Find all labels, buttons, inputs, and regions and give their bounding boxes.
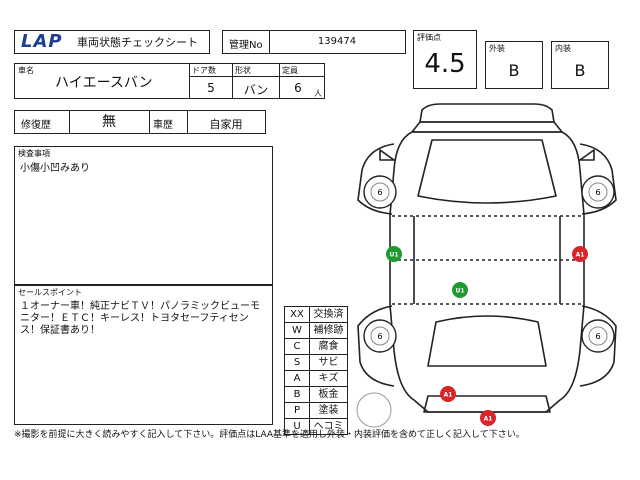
door-count: 5 [207,81,215,95]
sales-points-text: １オーナー車！純正ナビＴＶ！パノラミックビューモニター！ＥＴＣ！キーレス！トヨタ… [20,301,260,336]
repair-history: 無 [102,114,116,130]
legend-code: B [284,386,310,403]
management-number-label: 管理No [229,40,263,51]
lap-logo: LAP [21,31,63,52]
history-box: 修復歴 無 車歴 自家用 [14,110,266,134]
wheel-tread-label: 6 [377,332,382,341]
car-body-outline [389,131,585,413]
management-number-box: 管理No 139474 [222,30,406,54]
damage-mark-a1: A1 [480,410,496,426]
legend-meaning: ヘコミ [309,418,348,435]
right-front-fender [579,143,617,215]
car-front-panel [411,121,563,133]
windshield [417,139,557,204]
left-rear-fender [357,305,395,387]
exterior-score: B [508,61,520,80]
car-name: ハイエースバン [55,75,153,91]
overall-score: 4.5 [424,49,466,79]
door-count-label: ドア数 [192,66,216,75]
interior-score: B [574,61,586,80]
legend-code: C [284,338,310,355]
damage-mark-a1: A1 [440,386,456,402]
left-front-fender [357,143,395,215]
body-type-label: 形状 [235,66,251,75]
body-type: バン [243,83,269,97]
overall-score-box: 評価点 4.5 [413,30,477,89]
interior-score-box: 内装 B [551,41,609,89]
wheel-tread-label: 6 [595,332,600,341]
legend-code: W [284,322,310,339]
wheel-front-right: 6 [581,175,615,209]
damage-mark-u1: U1 [452,282,468,298]
usage-history-label: 車歴 [153,120,173,131]
blank-marker-circle [356,392,392,428]
sales-points-label: セールスポイント [18,288,82,297]
legend-code: XX [284,306,310,323]
right-rear-fender [579,305,617,387]
exterior-score-label: 外装 [489,44,505,53]
damage-mark-label: U1 [455,288,464,295]
header-title-box: LAP 車両状態チェックシート [14,30,210,54]
overall-score-label: 評価点 [417,33,441,42]
rear-bumper [423,395,551,413]
damage-mark-label: U1 [389,252,398,259]
repair-history-label: 修復歴 [21,120,51,131]
wheel-rear-right: 6 [581,319,615,353]
legend-code: A [284,370,310,387]
damage-mark-a1: A1 [572,246,588,262]
sales-points-box: セールスポイント １オーナー車！純正ナビＴＶ！パノラミックビューモニター！ＥＴＣ… [14,285,273,425]
interior-score-label: 内装 [555,44,571,53]
sheet-title: 車両状態チェックシート [77,36,198,49]
footer-note: ※撮影を前提に大きく読みやすく記入して下さい。評価点はLAA基準を適用し外装・内… [14,430,525,440]
vehicle-info-box: 車名 ハイエースバン ドア数 5 形状 バン 定員 6 人 [14,63,325,99]
capacity-label: 定員 [282,66,298,75]
management-number: 139474 [317,36,357,47]
legend-code: S [284,354,310,371]
inspection-label: 検査事項 [18,149,50,158]
capacity: 6 [294,81,302,95]
right-mirror [579,149,595,161]
legend-code: U [284,418,310,435]
usage-history: 自家用 [209,118,243,131]
exterior-score-box: 外装 B [485,41,543,89]
legend-code: P [284,402,310,419]
rear-window [427,315,547,367]
damage-mark-label: A1 [484,416,493,423]
wheel-front-left: 6 [363,175,397,209]
car-name-label: 車名 [18,66,34,75]
damage-mark-u1: U1 [386,246,402,262]
wheel-tread-label: 6 [377,188,382,197]
left-mirror [379,149,395,161]
inspection-box: 検査事項 小傷小凹みあり [14,146,273,285]
inspection-text: 小傷小凹みあり [20,163,90,174]
wheel-tread-label: 6 [595,188,600,197]
capacity-unit: 人 [314,89,322,98]
damage-mark-label: A1 [444,392,453,399]
damage-mark-label: A1 [576,252,585,259]
car-front-outline [419,103,555,123]
wheel-rear-left: 6 [363,319,397,353]
